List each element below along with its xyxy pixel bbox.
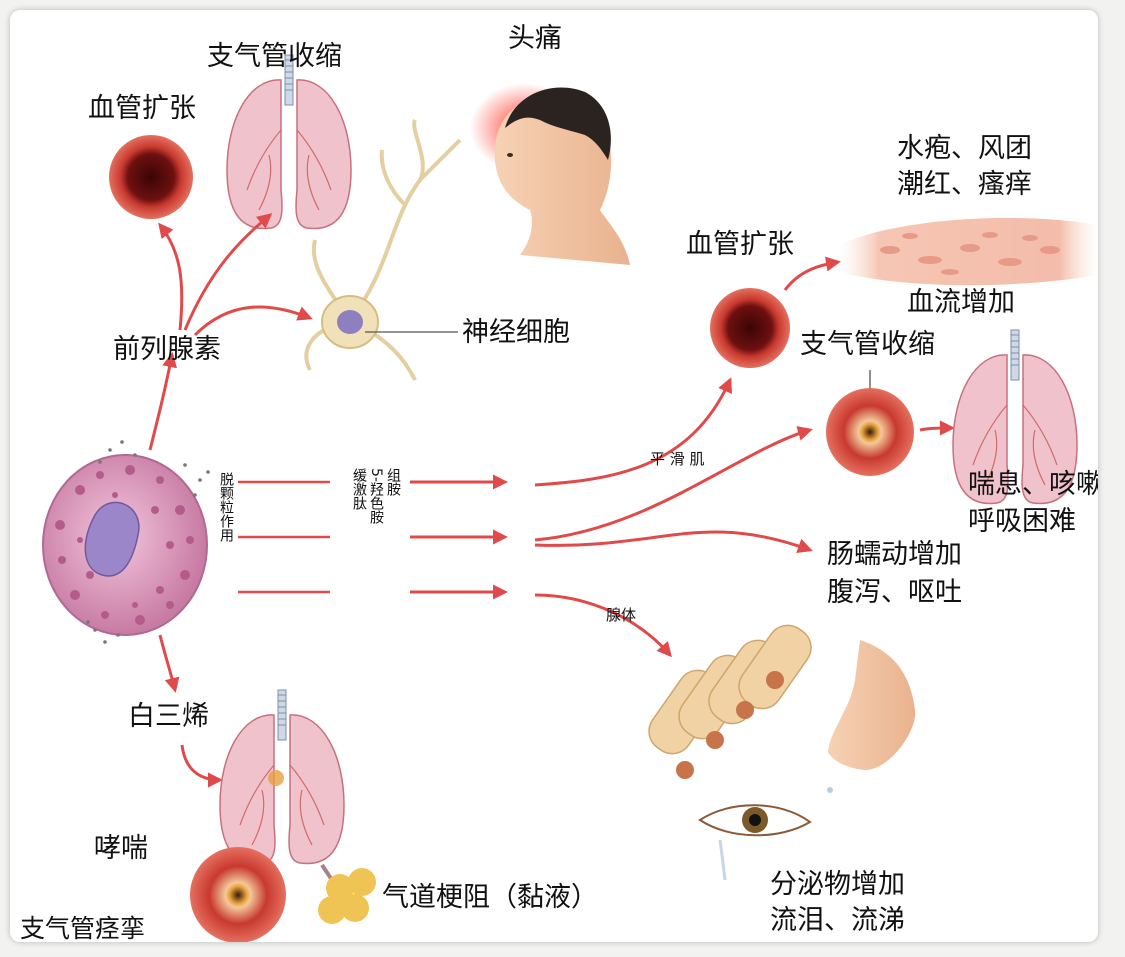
label-airway-obstruction: 气道梗阻（黏液） — [382, 882, 598, 913]
label-blisters-1: 水疱、风团 — [897, 133, 1032, 164]
vessel-right — [710, 288, 790, 368]
label-degranulation: 脱颗粒作用 — [218, 472, 234, 542]
vessel-top-left — [109, 135, 193, 219]
label-bronchoconstriction-top: 支气管收缩 — [207, 41, 342, 72]
label-wheeze-1: 喘息、咳嗽 — [968, 469, 1098, 500]
label-bronchoconstriction-right: 支气管收缩 — [800, 329, 935, 360]
diagram-art — [42, 54, 1098, 942]
label-leukotriene: 白三烯 — [128, 701, 209, 732]
airway-bottom — [190, 847, 286, 942]
label-vasodilation-top: 血管扩张 — [88, 93, 196, 124]
mucus-cluster — [318, 863, 376, 924]
arrows — [148, 213, 955, 788]
gland-cells — [648, 624, 812, 779]
mediator-lines — [238, 480, 330, 594]
lung-top — [226, 54, 352, 230]
label-mediator-1: 组胺 — [385, 468, 401, 496]
label-bronchospasm: 支气管痉挛 — [20, 914, 146, 942]
label-wheeze-2: 呼吸困难 — [968, 506, 1076, 537]
mast-cell — [42, 440, 210, 644]
label-secretion-1: 分泌物增加 — [770, 869, 905, 900]
label-smooth-muscle: 平 滑 肌 — [650, 450, 705, 468]
label-asthma: 哮喘 — [94, 833, 148, 864]
headache-head — [470, 83, 630, 265]
label-prostaglandin: 前列腺素 — [113, 334, 221, 365]
nose-eye — [698, 640, 916, 881]
label-peristalsis-1: 肠蠕动增加 — [827, 539, 962, 570]
diagram-frame: 血管扩张 支气管收缩 头痛 前列腺素 神经细胞 脱颗粒作用 组胺 5-羟色胺 缓… — [10, 10, 1098, 942]
label-vasodilation-right: 血管扩张 — [686, 229, 794, 260]
airway-right — [826, 370, 914, 476]
label-nerve-cell: 神经细胞 — [462, 317, 570, 348]
label-blood-flow: 血流增加 — [907, 287, 1015, 318]
label-blisters-2: 潮红、瘙痒 — [897, 169, 1032, 200]
skin-rash — [840, 217, 1098, 286]
label-gland: 腺体 — [606, 606, 637, 624]
label-peristalsis-2: 腹泻、呕吐 — [827, 577, 962, 608]
label-mediator-2: 5-羟色胺 — [368, 468, 384, 524]
label-mediator-3: 缓激肽 — [351, 468, 367, 510]
label-secretion-2: 流泪、流涕 — [770, 905, 905, 936]
label-headache: 头痛 — [508, 23, 562, 54]
nerve-cell-illustration — [304, 119, 462, 381]
